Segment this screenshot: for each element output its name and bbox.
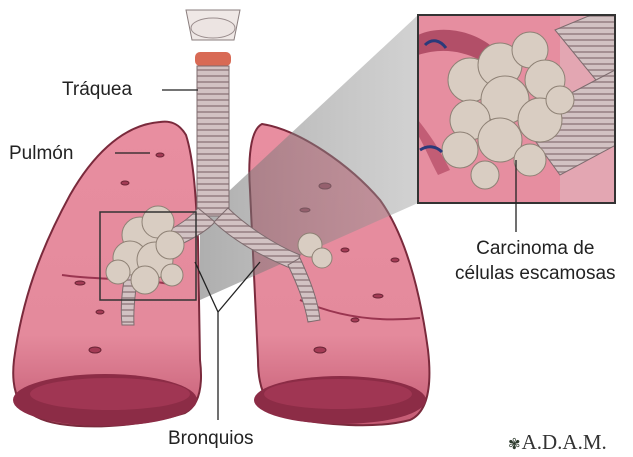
- adam-logo-text: A.D.A.M.: [522, 430, 607, 454]
- carcinoma-label-line1: Carcinoma de: [455, 236, 616, 261]
- lung-label: Pulmón: [9, 143, 73, 165]
- adam-logo: ✾A.D.A.M.: [508, 430, 607, 455]
- carcinoma-label: Carcinoma de células escamosas: [455, 236, 616, 286]
- zoom-inset: [418, 5, 633, 203]
- carcinoma-label-line2: células escamosas: [455, 261, 616, 286]
- trachea-label: Tráquea: [62, 79, 132, 101]
- adam-figure-icon: ✾: [508, 437, 521, 453]
- bronchi-label: Bronquios: [168, 428, 254, 450]
